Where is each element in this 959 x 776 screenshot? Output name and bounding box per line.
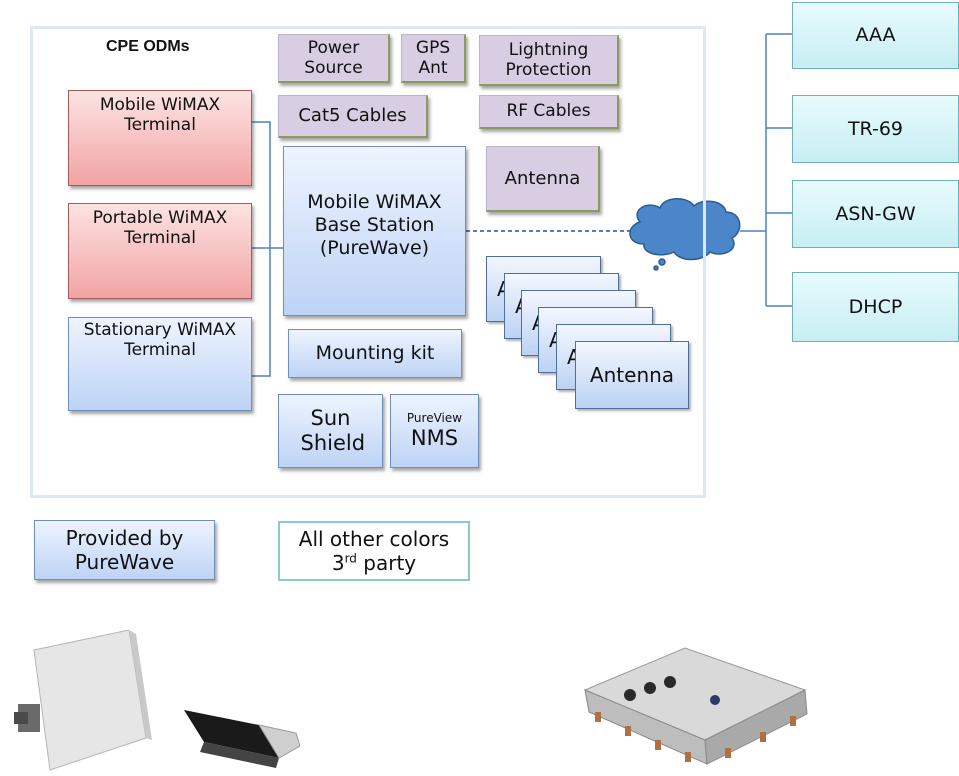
- portable-terminal-label: Portable WiMAX Terminal: [92, 208, 228, 249]
- server-asn-gw-label: ASN-GW: [835, 202, 916, 225]
- legend-other-line1: All other colors: [298, 527, 450, 551]
- portable-wimax-terminal: Portable WiMAX Terminal: [68, 203, 252, 299]
- frame-title: CPE ODMs: [106, 38, 190, 55]
- mounting-kit-box: Mounting kit: [288, 329, 462, 378]
- terminal-bracket-line: [252, 121, 271, 377]
- mobile-terminal-label: Mobile WiMAX Terminal: [99, 95, 221, 136]
- cat5-cables-box: Cat5 Cables: [278, 95, 428, 138]
- power-source-label: Power Source: [304, 37, 363, 78]
- base-station-box: Mobile WiMAX Base Station (PureWave): [283, 146, 466, 316]
- antenna-lilac-box: Antenna: [486, 146, 600, 212]
- outdoor-cpe-icon: [14, 630, 152, 771]
- rf-cables-label: RF Cables: [506, 101, 591, 122]
- server-tr69-label: TR-69: [847, 117, 904, 140]
- cat5-cables-label: Cat5 Cables: [298, 105, 407, 127]
- server-aaa-label: AAA: [855, 24, 896, 47]
- mounting-kit-label: Mounting kit: [315, 342, 435, 365]
- pureview-nms-box: PureView NMS: [390, 394, 479, 468]
- legend-rd: rd: [344, 551, 357, 566]
- gps-ant-label: GPS Ant: [415, 37, 451, 78]
- cpe-devices-photo: [14, 630, 301, 771]
- server-dhcp: DHCP: [792, 272, 959, 342]
- nms-label: NMS: [410, 425, 459, 450]
- server-tr69: TR-69: [792, 95, 959, 163]
- server-branch-lines: [766, 33, 792, 307]
- base-station-photo: [583, 647, 808, 765]
- stationary-wimax-terminal: Stationary WiMAX Terminal: [68, 317, 252, 411]
- lightning-protection-box: Lightning Protection: [479, 35, 619, 86]
- network-cloud-icon: [629, 198, 741, 271]
- server-aaa: AAA: [792, 2, 959, 69]
- stationary-terminal-label: Stationary WiMAX Terminal: [83, 320, 237, 361]
- server-dhcp-label: DHCP: [848, 295, 903, 318]
- gps-ant-box: GPS Ant: [401, 34, 466, 83]
- base-station-unit-icon: [583, 647, 808, 765]
- antenna-stack-card-front: Antenna: [575, 341, 689, 409]
- power-source-box: Power Source: [278, 34, 390, 83]
- antenna-stack-front-label: Antenna: [589, 363, 675, 387]
- legend-other-line2: 3rd party: [332, 551, 416, 575]
- sun-shield-label: Sun Shield: [300, 405, 366, 455]
- cpe-odm-frame: [30, 26, 706, 498]
- pureview-small-label: PureView: [406, 411, 463, 426]
- lightning-protection-label: Lightning Protection: [505, 39, 592, 80]
- mobile-wimax-terminal: Mobile WiMAX Terminal: [68, 90, 252, 186]
- legend-3: 3: [331, 551, 345, 575]
- legend-party: party: [356, 551, 417, 575]
- rf-cables-box: RF Cables: [479, 95, 619, 129]
- server-asn-gw: ASN-GW: [792, 180, 959, 248]
- legend-purewave-label: Provided by PureWave: [65, 526, 184, 574]
- legend-purewave: Provided by PureWave: [34, 520, 215, 580]
- antenna-lilac-label: Antenna: [504, 167, 581, 189]
- base-station-label: Mobile WiMAX Base Station (PureWave): [307, 191, 442, 259]
- legend-third-party: All other colors 3rd party: [278, 521, 470, 581]
- usb-dongle-icon: [184, 710, 301, 768]
- sun-shield-box: Sun Shield: [278, 394, 383, 468]
